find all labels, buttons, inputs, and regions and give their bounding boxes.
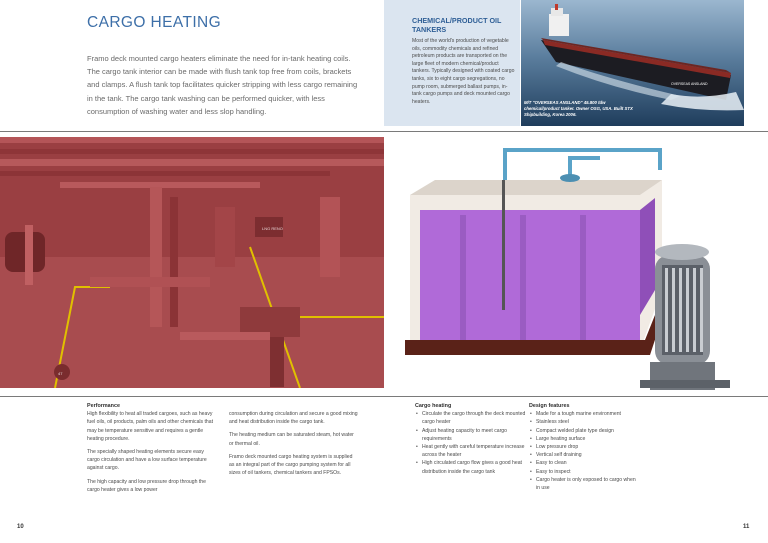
list-item: Large heating surface (529, 435, 641, 443)
photo-caption: M/T "OVERSEAS ANSLAND" 45.800 tdw chemic… (524, 100, 633, 117)
lead-paragraph: Framo deck mounted cargo heaters elimina… (87, 54, 358, 116)
cargo-heating-section: Cargo heating Circulate the cargo throug… (415, 402, 527, 476)
cargo-heating-list: Circulate the cargo through the deck mou… (415, 410, 527, 476)
tanker-photo: OVERSEAS ANSLAND (521, 0, 744, 126)
design-features-heading: Design features (529, 403, 570, 409)
list-item: Low pressure drop (529, 443, 641, 451)
design-features-list: Made for a tough marine environment Stai… (529, 410, 641, 492)
performance-section: Performance High flexibility to heat all… (87, 402, 217, 499)
list-item: Easy to clean (529, 459, 641, 467)
performance-section-continued: consumption during circulation and secur… (229, 410, 359, 482)
list-item: Stainless steel (529, 418, 641, 426)
sidebar-panel (384, 0, 520, 126)
deck-label-valve: LNG RENO (262, 226, 283, 231)
page-number-left: 10 (17, 524, 24, 530)
list-item: High circulated cargo flow gives a good … (415, 459, 527, 475)
performance-paragraph-2: The specially shaped heating elements se… (87, 449, 207, 472)
hull-name: OVERSEAS ANSLAND (671, 82, 708, 86)
page-title: CARGO HEATING (87, 14, 222, 31)
deck-piping-photo: LNG RENO 47 (0, 137, 384, 389)
list-item: Cargo heater is only exposed to cargo wh… (529, 476, 641, 492)
list-item: Vertical self draining (529, 451, 641, 459)
deck-label-number: 47 (58, 371, 63, 376)
performance-paragraph-4: consumption during circulation and secur… (229, 411, 358, 426)
performance-paragraph-3: The high capacity and low pressure drop … (87, 478, 206, 493)
performance-paragraph-1: High flexibility to heat all traded carg… (87, 411, 213, 442)
list-item: Adjust heating capacity to meet cargo re… (415, 427, 527, 443)
design-features-section: Design features Made for a tough marine … (529, 402, 641, 492)
list-item: Compact welded plate type design (529, 427, 641, 435)
bottom-rule (0, 396, 768, 397)
list-item: Easy to inspect (529, 468, 641, 476)
sidebar-title: CHEMICAL/PRODUCT OIL TANKERS (412, 16, 502, 34)
tank-heater-illustration (400, 140, 740, 400)
cargo-heating-heading: Cargo heating (415, 403, 452, 409)
list-item: Made for a tough marine environment (529, 410, 641, 418)
list-item: Circulate the cargo through the deck mou… (415, 410, 527, 426)
page-number-right: 11 (743, 524, 750, 530)
sidebar-body: Most of the world's production of vegeta… (412, 38, 515, 105)
performance-heading: Performance (87, 403, 120, 409)
top-rule (0, 131, 768, 132)
performance-paragraph-5: The heating medium can be saturated stea… (229, 432, 354, 447)
performance-paragraph-6: Framo deck mounted cargo heating system … (229, 453, 353, 477)
list-item: Heat gently with careful temperature inc… (415, 443, 527, 459)
